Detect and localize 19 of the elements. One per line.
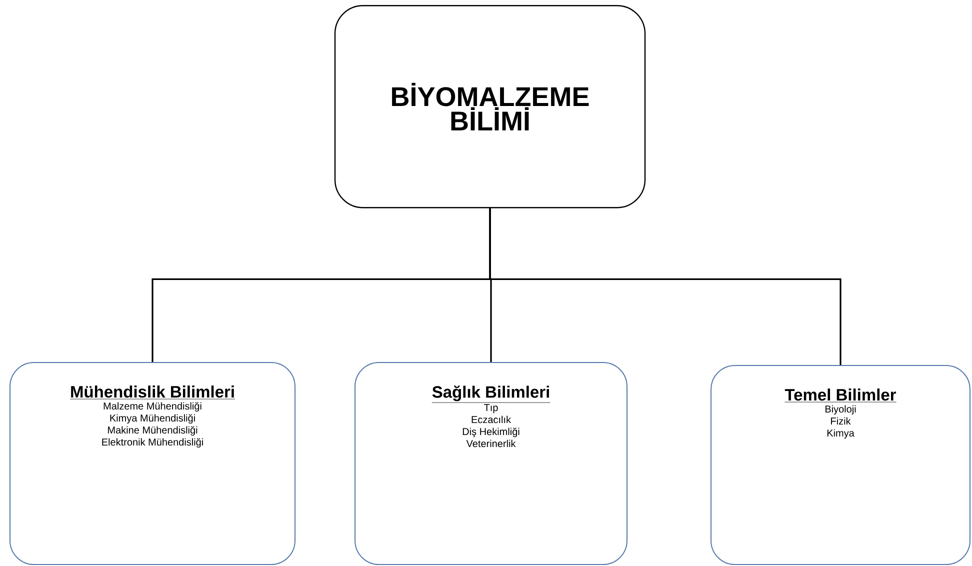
category-box bbox=[10, 362, 296, 565]
node-label: Fizik bbox=[831, 417, 851, 424]
node-label: Mühendislik Bilimleri bbox=[71, 386, 234, 398]
node-label: Elektronik Mühendisliği bbox=[102, 438, 203, 448]
node-label: Kimya bbox=[827, 429, 854, 439]
node-label: Makine Mühendisliği bbox=[108, 426, 198, 436]
node-label: Diş Hekimliği bbox=[462, 428, 520, 438]
connector-line bbox=[489, 208, 842, 365]
node-label: Biyoloji bbox=[825, 405, 856, 415]
category-box bbox=[354, 362, 628, 565]
node-label: Veterinerlik bbox=[466, 440, 516, 448]
title-box: BİYOMALZEME BİLİMİ bbox=[334, 5, 646, 208]
node-label: Eczacılık bbox=[472, 416, 512, 424]
category-box bbox=[710, 365, 970, 565]
node-label: Tıp bbox=[484, 404, 498, 414]
node-label: Malzeme Mühendisliği bbox=[104, 402, 202, 412]
node-label: Sağlık Bilimleri bbox=[432, 386, 549, 402]
node-label: Kimya Mühendisliği bbox=[110, 414, 195, 424]
node-label: Temel Bilimler bbox=[784, 388, 896, 401]
